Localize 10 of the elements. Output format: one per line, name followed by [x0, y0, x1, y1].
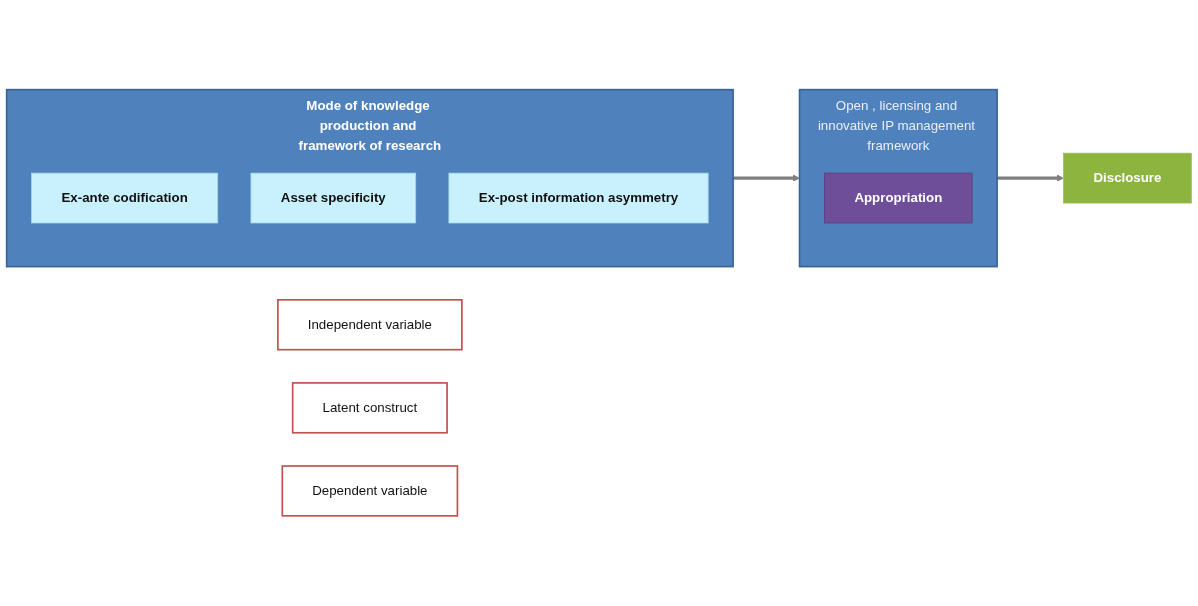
node-box: Disclosure [1063, 153, 1192, 204]
node-box: Latent construct [291, 382, 448, 434]
node-box: Independent variable [277, 299, 463, 351]
node-box: Asset specificity [250, 172, 417, 224]
node-box: Dependent variable [281, 465, 459, 517]
node-box: Ex-ante codification [31, 172, 219, 224]
node-box: Appropriation [824, 172, 973, 224]
arrow [997, 174, 1064, 183]
node-box: Ex-post information asymmetry [448, 172, 709, 224]
arrow [733, 174, 800, 183]
